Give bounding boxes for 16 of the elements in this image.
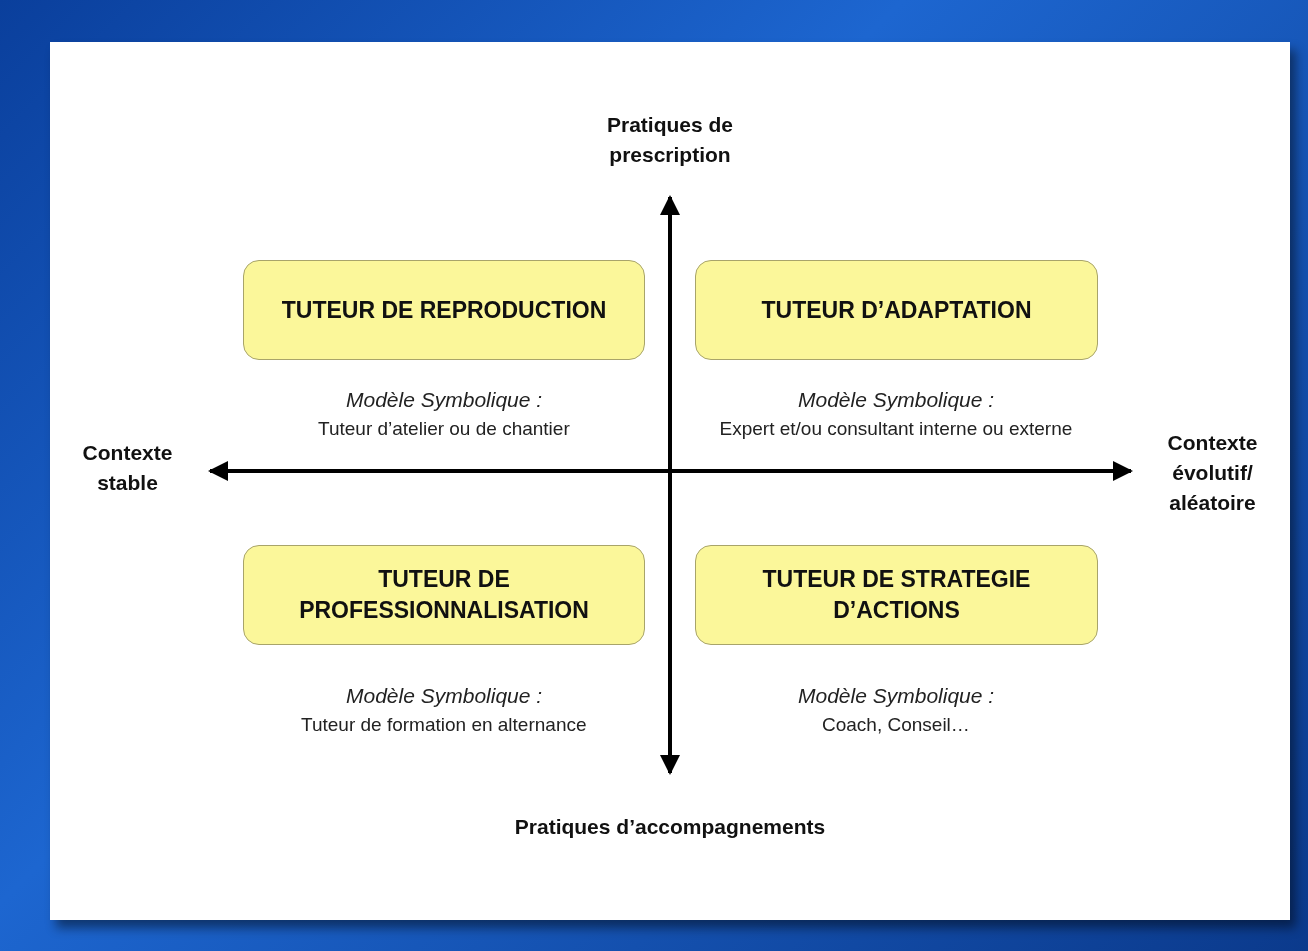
model-description: Tuteur de formation en alternance <box>301 714 587 736</box>
axis-label: Pratiques d’accompagnements <box>513 814 827 840</box>
axis-label: Pratiques de prescription <box>605 112 734 168</box>
axis-label: Contexte stable <box>81 440 174 496</box>
model-heading: Modèle Symbolique : <box>346 388 543 412</box>
axis-label: Contexte évolutif/ aléatoire <box>1166 430 1259 516</box>
model-heading: Modèle Symbolique : <box>798 388 995 412</box>
tutor-type-box: TUTEUR DE PROFESSIONNALISATION <box>243 545 645 645</box>
tutor-type-box: TUTEUR DE REPRODUCTION <box>243 260 645 360</box>
tutor-type-box: TUTEUR D’ADAPTATION <box>695 260 1098 360</box>
tutor-type-box: TUTEUR DE STRATEGIE D’ACTIONS <box>695 545 1098 645</box>
model-heading: Modèle Symbolique : <box>798 684 995 708</box>
model-description: Tuteur d’atelier ou de chantier <box>318 418 570 440</box>
model-description: Expert et/ou consultant interne ou externe <box>719 418 1073 440</box>
model-heading: Modèle Symbolique : <box>346 684 543 708</box>
model-description: Coach, Conseil… <box>822 714 970 736</box>
